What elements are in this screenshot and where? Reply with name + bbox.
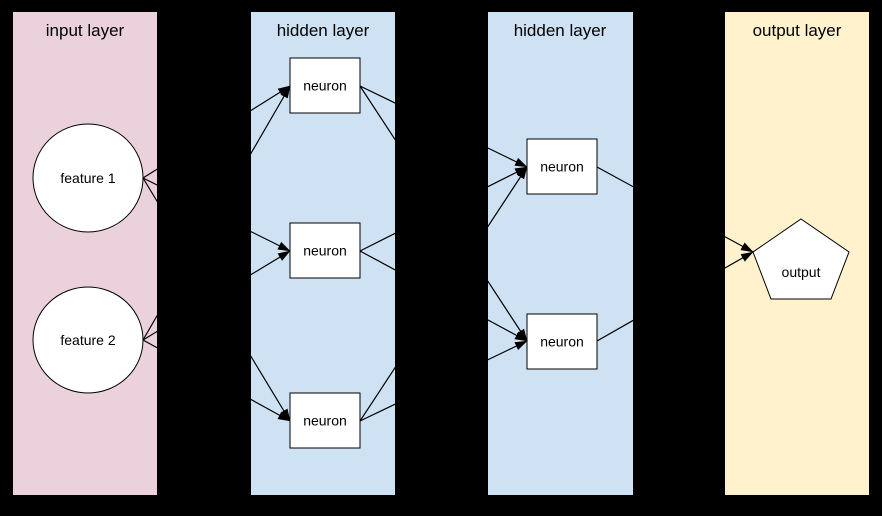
edge-feature-1-to-neuron-2: [142, 177, 291, 252]
edge-neuron-2-to-neuron-4: [359, 166, 528, 252]
layer-panels: input layer hidden layer hidden layer outpu…: [13, 12, 869, 495]
node-neuron-1: [289, 57, 361, 114]
node-neuron-2: [289, 222, 361, 279]
network-nodes: feature 1 feature 2 neuron neuron neuron neur…: [32, 57, 850, 449]
node-neuron-3: [289, 392, 361, 449]
edge-neuron-1-to-neuron-5: [359, 85, 528, 342]
node-label-feature-2: feature 2: [60, 332, 115, 348]
node-label-neuron-2: neuron: [303, 243, 347, 259]
node-output: [752, 218, 850, 300]
layer-title-hidden-layer-1: hidden layer: [277, 21, 370, 40]
edge-neuron-2-to-neuron-5: [359, 250, 528, 342]
node-label-neuron-3: neuron: [303, 413, 347, 429]
layer-panel-hidden-layer-2: [488, 12, 633, 495]
layer-panel-input-layer: [13, 12, 157, 495]
edge-neuron-1-to-neuron-4: [359, 85, 528, 168]
node-label-neuron-5: neuron: [540, 334, 584, 350]
connection-edges: [142, 85, 754, 422]
edge-feature-2-to-neuron-3: [142, 339, 291, 422]
edge-neuron-3-to-neuron-4: [359, 166, 528, 422]
node-label-neuron-1: neuron: [303, 78, 347, 94]
layer-title-input-layer: input layer: [46, 21, 125, 40]
edge-feature-1-to-neuron-1: [142, 85, 291, 179]
edge-feature-2-to-neuron-1: [142, 85, 291, 341]
edge-neuron-4-to-output: [596, 166, 754, 253]
edge-feature-2-to-neuron-2: [142, 250, 291, 341]
layer-title-hidden-layer-2: hidden layer: [514, 21, 607, 40]
node-label-neuron-4: neuron: [540, 159, 584, 175]
node-feature-1: [32, 123, 144, 233]
node-feature-2: [32, 286, 144, 394]
edge-feature-1-to-neuron-3: [142, 177, 291, 422]
edge-neuron-5-to-output: [596, 251, 754, 342]
node-label-output: output: [782, 264, 821, 280]
edge-neuron-3-to-neuron-5: [359, 340, 528, 422]
node-label-feature-1: feature 1: [60, 170, 115, 186]
node-neuron-5: [526, 313, 598, 370]
layer-title-output-layer: output layer: [753, 21, 842, 40]
node-neuron-4: [526, 138, 598, 195]
